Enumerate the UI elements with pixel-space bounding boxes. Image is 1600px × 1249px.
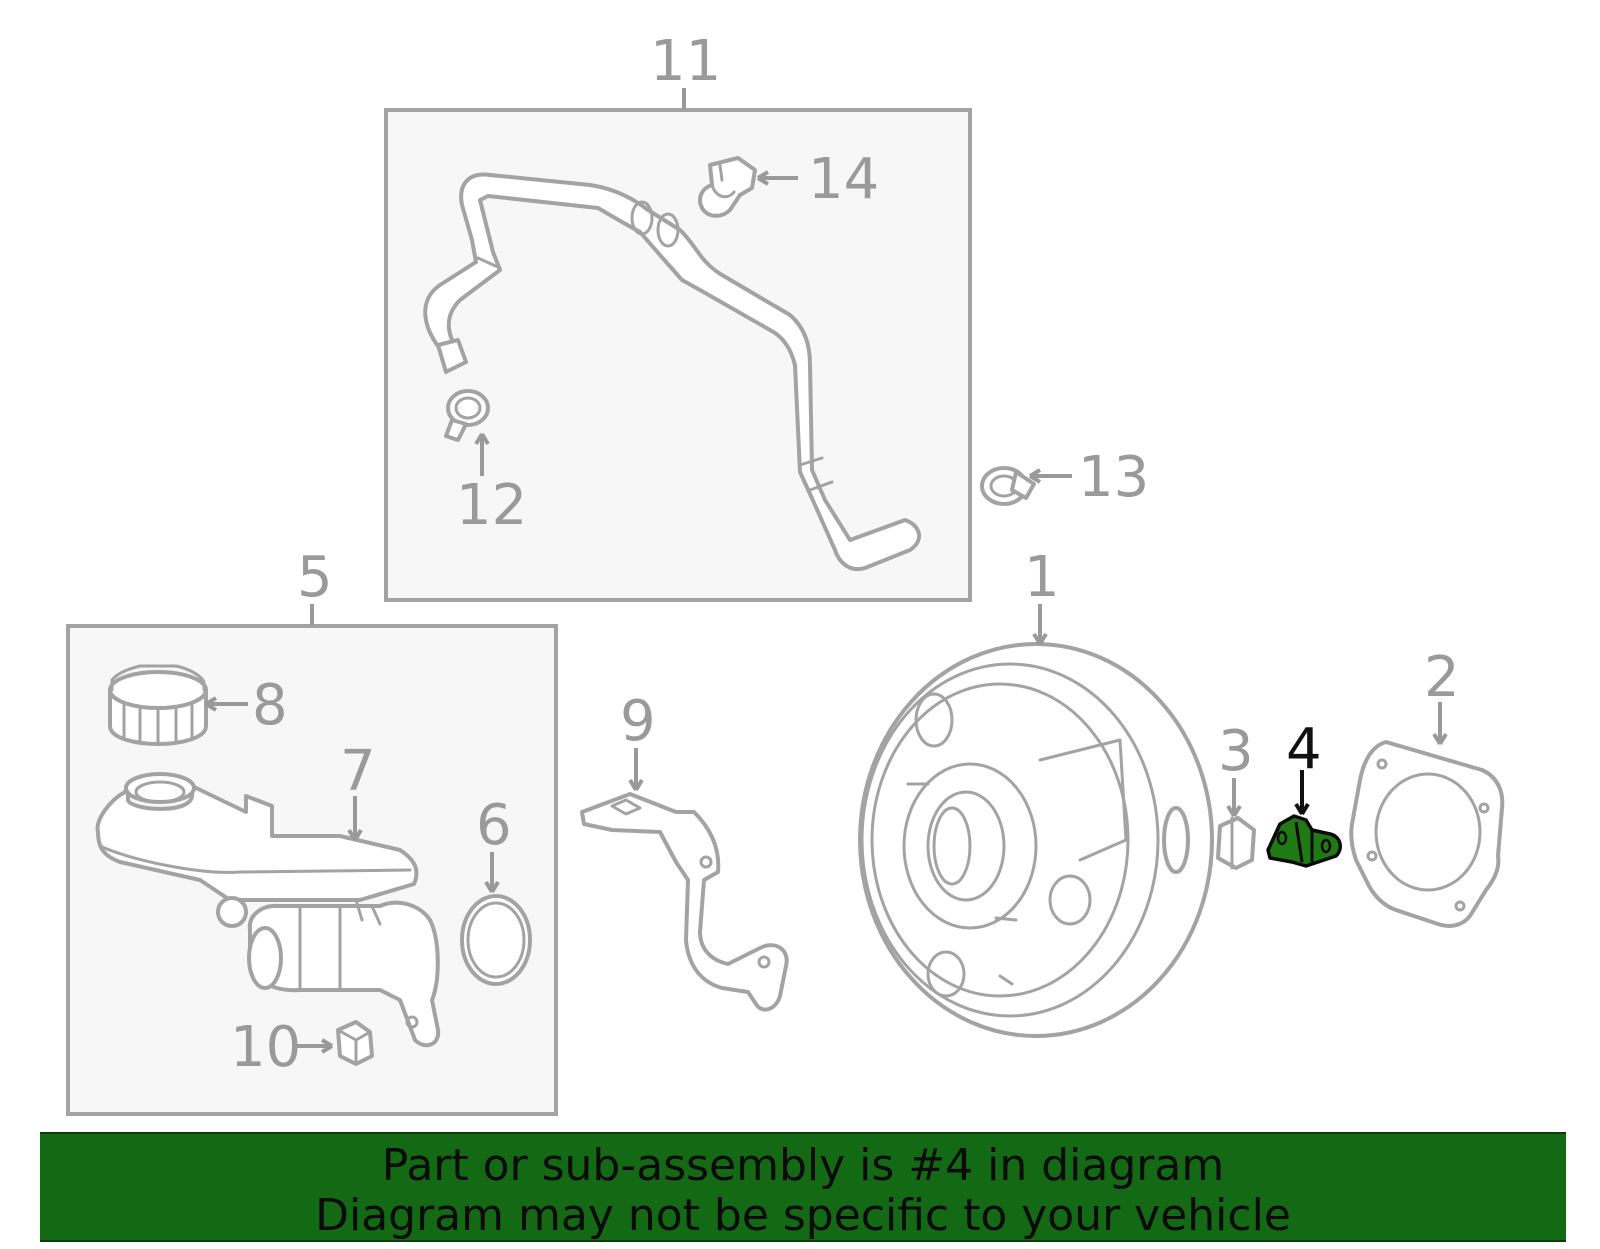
callout-5[interactable]: 5 (297, 545, 333, 610)
master-cylinder[interactable] (216, 896, 441, 1048)
highlighted-part-4[interactable] (1266, 814, 1342, 868)
callout-9[interactable]: 9 (620, 689, 656, 754)
nut-10[interactable] (336, 1020, 374, 1066)
callout-10[interactable]: 10 (230, 1015, 301, 1080)
callout-11[interactable]: 11 (650, 29, 721, 94)
nut-3[interactable] (1216, 816, 1256, 870)
callout-6[interactable]: 6 (476, 793, 512, 858)
o-ring-6[interactable] (460, 894, 532, 986)
callout-4[interactable]: 4 (1286, 717, 1322, 782)
callout-8[interactable]: 8 (252, 673, 288, 738)
callout-12[interactable]: 12 (456, 473, 527, 538)
callout-14[interactable]: 14 (808, 147, 879, 212)
banner-line-2: Diagram may not be specific to your vehi… (315, 1190, 1291, 1241)
hose-clamp-12[interactable] (444, 389, 490, 442)
part-4-shape[interactable] (1266, 814, 1342, 868)
brake-booster-1[interactable] (858, 642, 1214, 1038)
callout-2[interactable]: 2 (1424, 645, 1460, 710)
reservoir-7[interactable] (95, 772, 419, 902)
banner-line-1: Part or sub-assembly is #4 in diagram (381, 1140, 1225, 1191)
callout-7[interactable]: 7 (340, 739, 376, 804)
callout-1[interactable]: 1 (1024, 545, 1060, 610)
gasket-2[interactable] (1349, 740, 1505, 928)
bracket-9[interactable] (580, 792, 789, 1012)
callout-3[interactable]: 3 (1218, 719, 1254, 784)
info-banner: Part or sub-assembly is #4 in diagram Di… (40, 1132, 1566, 1242)
vacuum-hose[interactable] (423, 172, 921, 571)
hose-joint (630, 200, 654, 236)
hose-clamp-13[interactable] (980, 466, 1036, 506)
callout-13[interactable]: 13 (1078, 445, 1149, 510)
hose-clip-14[interactable] (698, 156, 757, 218)
reservoir-cap-8[interactable] (108, 664, 208, 746)
